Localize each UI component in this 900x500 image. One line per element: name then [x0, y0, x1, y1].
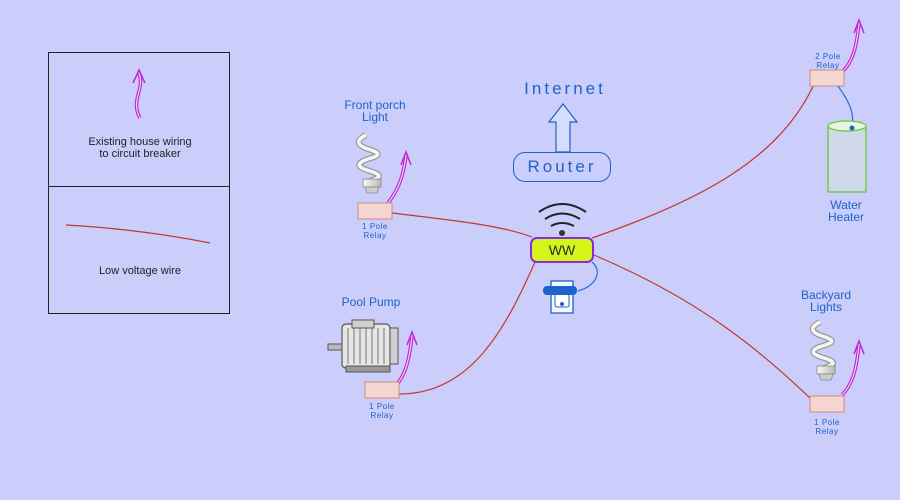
legend-low-voltage-label: Low voltage wire [99, 265, 181, 277]
up-arrow-icon [547, 103, 579, 153]
relay-box [809, 395, 845, 413]
backyard-relay-label: 1 Pole Relay [814, 418, 840, 436]
relay-box [809, 69, 845, 87]
low-voltage-wires [65, 81, 816, 401]
house-wiring-arrow-icon [840, 338, 865, 397]
water-heater-label: Water Heater [827, 198, 865, 224]
relay-box [357, 202, 393, 220]
wire-water-heater [591, 81, 816, 239]
outlet-icon [543, 280, 577, 314]
pool-pump-label: Pool Pump [341, 295, 401, 309]
house-wiring-arrow-icon [840, 17, 865, 74]
wifi-icon [538, 203, 587, 236]
house-wiring-arrow-icon [132, 68, 146, 119]
outlet-wire [577, 261, 598, 292]
wire-front-porch [391, 212, 533, 238]
legend-house-wiring-label: Existing house wiring to circuit breaker [88, 136, 192, 160]
legend-divider [49, 186, 229, 187]
front-porch-label: Front porch Light [344, 98, 406, 124]
legend: Existing house wiring to circuit breaker… [48, 52, 230, 314]
pool-pump-relay-label: 1 Pole Relay [369, 402, 395, 420]
wire-legend-sample [65, 224, 211, 244]
internet-label: Internet [524, 79, 606, 98]
cfl-bulb-icon [355, 132, 382, 194]
backyard-lights-label: Backyard Lights [800, 288, 852, 314]
house-wiring-arrow-icon [386, 149, 412, 205]
router-label: Router [513, 152, 611, 182]
hub-label: WW [548, 242, 576, 258]
relay-box [364, 381, 400, 399]
wire-pool-pump [397, 261, 536, 395]
cfl-bulb-icon [809, 319, 836, 381]
hub-device [530, 237, 594, 263]
motor-icon [327, 319, 399, 373]
wire-backyard [593, 254, 813, 401]
front-porch-relay-label: 1 Pole Relay [362, 222, 388, 240]
house-wiring-arrow-icon [396, 329, 418, 385]
water-tank-icon [827, 120, 867, 193]
water-heater-relay-label: 2 Pole Relay [815, 52, 841, 70]
